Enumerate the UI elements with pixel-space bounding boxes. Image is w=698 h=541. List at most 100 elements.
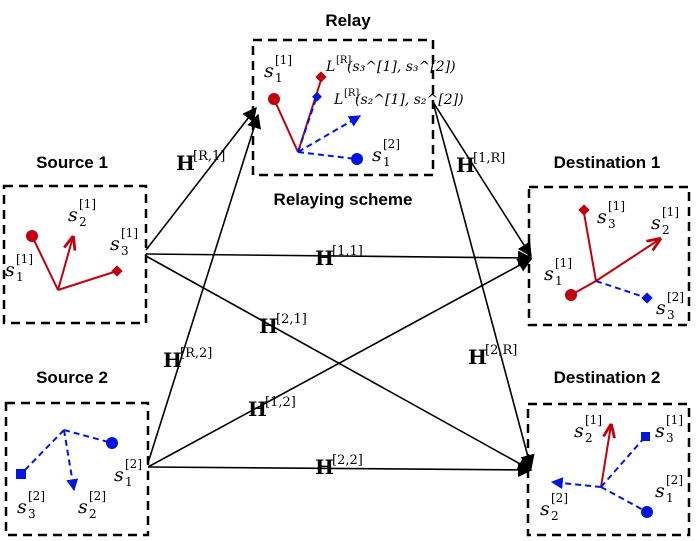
svg-text:3: 3 — [666, 431, 674, 445]
svg-text:s: s — [655, 420, 665, 442]
source2-signal-space — [16, 429, 118, 492]
svg-text:[R,1]: [R,1] — [193, 149, 225, 164]
svg-text:[1]: [1] — [585, 413, 602, 427]
relay-label-s1-1: s 1 [1] — [264, 53, 292, 85]
source1-title: Source 1 — [36, 153, 108, 172]
dest2-signal-space — [550, 425, 653, 518]
relay-signal-space — [268, 71, 363, 165]
label-h-21: H [2,1] — [259, 312, 307, 338]
dest2-label-s1: s 1 [2] — [655, 473, 683, 505]
svg-text:H: H — [456, 153, 475, 177]
source2-blue-square — [16, 469, 26, 479]
source1-red-diamond — [111, 265, 123, 277]
svg-text:[2]: [2] — [89, 489, 106, 503]
arrow-relay-to-d2 — [432, 101, 535, 470]
svg-text:3: 3 — [121, 244, 129, 258]
svg-text:H: H — [176, 151, 195, 175]
relay-label-s1-2: s 1 [2] — [372, 137, 400, 169]
svg-text:1: 1 — [555, 274, 563, 288]
svg-text:2: 2 — [551, 509, 559, 523]
dest1-title: Destination 1 — [554, 153, 661, 172]
svg-text:[1]: [1] — [16, 252, 33, 266]
svg-text:s: s — [656, 297, 666, 319]
dest1-label-s3-1: s 3 [1] — [597, 199, 625, 231]
svg-text:H: H — [163, 348, 182, 372]
relay-red-dot — [268, 93, 280, 105]
source2-box — [4, 401, 150, 537]
svg-text:s: s — [597, 206, 607, 228]
source2-label-s2: s 2 [2] — [78, 489, 106, 521]
svg-text:[2]: [2] — [551, 491, 568, 505]
dest2-blue-dot — [641, 506, 653, 518]
svg-text:2: 2 — [585, 431, 593, 445]
svg-text:s: s — [540, 498, 550, 520]
dest2-blue-square — [641, 432, 650, 441]
label-h-22: H [2,2] — [315, 453, 363, 479]
arrow-relay-to-d1 — [432, 101, 532, 258]
arrow-s2-to-d1 — [147, 258, 533, 468]
dest1-label-s1: s 1 [1] — [544, 256, 572, 288]
dest2-label-s2-1: s 2 [1] — [574, 413, 602, 445]
svg-text:3: 3 — [667, 308, 675, 322]
label-h-r1: H [R,1] — [176, 149, 225, 175]
svg-text:[1,2]: [1,2] — [265, 395, 296, 410]
label-h-12: H [1,2] — [248, 395, 296, 421]
svg-text:H: H — [315, 455, 334, 479]
source2-title: Source 2 — [36, 368, 108, 387]
svg-text:[1]: [1] — [662, 205, 679, 219]
svg-text:1: 1 — [383, 155, 391, 169]
arrow-s1-to-d1 — [145, 250, 533, 266]
svg-text:[2]: [2] — [28, 489, 45, 503]
svg-text:[2]: [2] — [383, 137, 400, 151]
svg-text:s: s — [68, 204, 78, 226]
svg-text:s: s — [5, 259, 15, 281]
svg-text:2: 2 — [79, 215, 87, 229]
svg-text:H: H — [259, 314, 278, 338]
relay-function-l3: L [R] (s₃^[1], s₃^[2]) — [325, 55, 456, 75]
svg-text:[R]: [R] — [336, 55, 351, 66]
svg-text:1: 1 — [275, 71, 283, 85]
svg-text:1: 1 — [16, 270, 24, 284]
svg-text:L: L — [333, 92, 343, 108]
label-h-2r: H [2,R] — [468, 343, 517, 369]
svg-text:3: 3 — [608, 217, 616, 231]
svg-text:[R]: [R] — [344, 88, 359, 99]
svg-text:[1]: [1] — [79, 197, 96, 211]
svg-text:[1]: [1] — [275, 53, 292, 67]
svg-text:[2]: [2] — [667, 290, 684, 304]
dest1-red-diamond — [578, 204, 590, 216]
svg-text:2: 2 — [89, 507, 97, 521]
svg-text:H: H — [248, 397, 267, 421]
svg-text:[2,R]: [2,R] — [485, 343, 517, 358]
svg-text:H: H — [315, 246, 334, 270]
source2-label-s3: s 3 [2] — [17, 489, 45, 521]
source1-red-dot — [26, 230, 38, 242]
dest2-label-s3: s 3 [1] — [655, 413, 683, 445]
dest1-blue-diamond — [641, 292, 653, 304]
svg-text:L: L — [325, 59, 335, 75]
source1-label-s3: s 3 [1] — [110, 226, 138, 258]
svg-text:s: s — [114, 464, 124, 486]
svg-text:s: s — [574, 420, 584, 442]
source1-label-s2: s 2 [1] — [68, 197, 96, 229]
relay-blue-dot — [351, 153, 363, 165]
svg-text:H: H — [468, 345, 487, 369]
svg-text:[1]: [1] — [555, 256, 572, 270]
dest1-signal-space — [565, 204, 660, 304]
relay-function-l2: L [R] (s₂^[1], s₂^[2]) — [333, 88, 464, 108]
arrow-s2-to-d2 — [147, 462, 533, 478]
svg-text:[1]: [1] — [608, 199, 625, 213]
svg-text:s: s — [372, 144, 382, 166]
source1-signal-space — [26, 230, 123, 291]
svg-text:1: 1 — [125, 475, 133, 489]
svg-text:[2,2]: [2,2] — [332, 453, 363, 468]
svg-text:[1,R]: [1,R] — [473, 151, 505, 166]
svg-text:2: 2 — [662, 223, 670, 237]
svg-text:s: s — [651, 212, 661, 234]
dest2-label-s2-2: s 2 [2] — [540, 491, 568, 523]
svg-text:s: s — [655, 480, 665, 502]
dest1-red-dot — [565, 289, 577, 301]
dest2-title: Destination 2 — [554, 368, 661, 387]
arrow-s1-to-relay — [145, 106, 257, 251]
